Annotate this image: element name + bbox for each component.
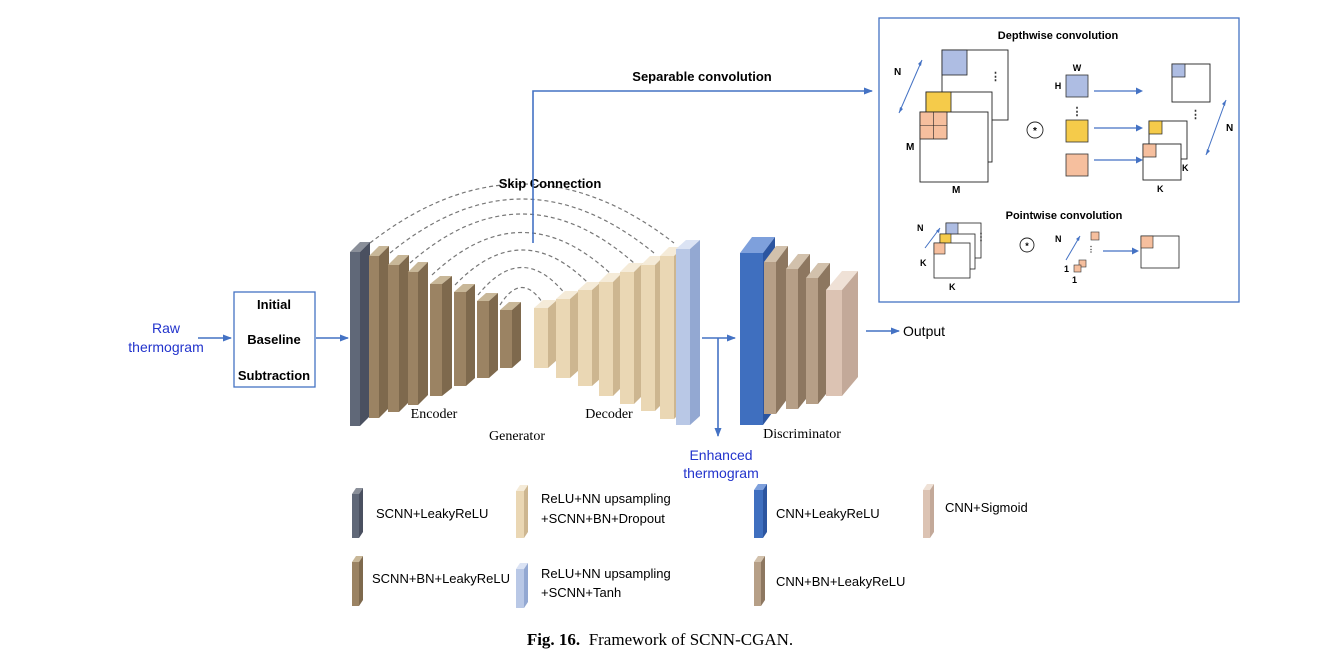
encoder-label: Encoder [411,407,458,422]
discriminator-label: Discriminator [763,427,841,442]
legend-label: ReLU+NN upsampling [541,491,671,506]
decoder-block-1 [534,300,557,368]
raw-input-label-2: thermogram [128,339,203,355]
decoder-block-3 [578,282,601,386]
skip-connection-label: Skip Connection [499,176,602,191]
svg-text:⋮: ⋮ [1190,109,1201,121]
inset-w-label: W [1073,63,1082,73]
framework-figure: Raw thermogram Initial Baseline Subtract… [128,17,1240,608]
decoder-block-2 [556,291,579,378]
legend-item-cnn-sigmoid: CNN+Sigmoid [923,484,1028,538]
legend-item-relu-upsampling-dropout: ReLU+NN upsampling +SCNN+BN+Dropout [516,485,671,538]
preprocess-line-3: Subtraction [238,368,310,383]
decoder-label: Decoder [585,407,633,422]
inset-h-label: H [1055,81,1062,91]
encoder-block-3 [388,255,409,412]
decoder-block-5 [620,263,643,404]
legend-label: +SCNN+BN+Dropout [541,511,665,526]
enhanced-label-2: thermogram [683,465,758,481]
figure-number: Fig. 16. [526,630,581,649]
pointwise-one-bottom: 1 [1072,275,1077,285]
legend: SCNN+LeakyReLU ReLU+NN upsampling +SCNN+… [352,484,1028,608]
pointwise-one-left: 1 [1064,264,1069,274]
legend-item-scnn-leakyrelu: SCNN+LeakyReLU [352,488,488,538]
legend-item-cnn-bn-leakyrelu: CNN+BN+LeakyReLU [754,556,905,606]
legend-label: +SCNN+Tanh [541,585,621,600]
separable-conv-inset: Depthwise convolution N ⋮ M M * W H ⋮ [878,17,1240,303]
encoder-block-7 [477,293,498,378]
legend-label: SCNN+BN+LeakyReLU [372,571,510,586]
encoder-blocks [350,242,521,426]
inset-m-bottom: M [952,185,960,196]
legend-label: CNN+Sigmoid [945,500,1028,515]
separable-conv-arrow [532,87,873,243]
enhanced-label-1: Enhanced [689,447,752,463]
inset-m-left: M [906,142,914,153]
legend-item-cnn-leakyrelu: CNN+LeakyReLU [754,484,880,538]
decoder-block-4 [599,273,622,396]
pointwise-k-bottom: K [949,282,956,292]
legend-label: ReLU+NN upsampling [541,566,671,581]
output-label: Output [903,323,945,339]
preprocess-box [233,291,316,388]
inset-k-right: K [1182,163,1189,173]
depthwise-title: Depthwise convolution [998,30,1119,42]
discriminator-block-2 [764,246,788,414]
skip-connection-arcs [369,183,675,306]
discriminator-block-5 [826,271,858,396]
svg-text:⋮: ⋮ [1087,245,1095,254]
encoder-block-1 [350,242,370,426]
depthwise-conv-op: * [1033,126,1037,137]
svg-text:⋮: ⋮ [990,71,1001,83]
legend-item-scnn-bn-leakyrelu: SCNN+BN+LeakyReLU [352,556,510,606]
pointwise-k-left: K [920,258,927,268]
pointwise-n-kernel: N [1055,234,1062,244]
legend-label: SCNN+LeakyReLU [376,506,488,521]
pointwise-n-left: N [917,223,924,233]
pointwise-conv-op: * [1025,241,1029,251]
separable-conv-label: Separable convolution [632,69,771,84]
inset-k-bottom: K [1157,184,1164,194]
svg-text:⋮: ⋮ [976,232,986,243]
legend-label: CNN+BN+LeakyReLU [776,574,905,589]
discriminator-blocks [740,237,858,425]
decoder-blocks [534,240,700,425]
encoder-block-2 [369,246,389,418]
inset-n-left: N [894,67,901,78]
raw-input-label-1: Raw [152,320,181,336]
inset-n-right: N [1226,123,1233,134]
encoder-block-4 [408,262,428,405]
encoder-block-8 [500,302,521,368]
preprocess-line-2: Baseline [247,332,300,347]
legend-label: CNN+LeakyReLU [776,506,880,521]
pointwise-title: Pointwise convolution [1006,210,1123,222]
decoder-block-8 [676,240,700,425]
encoder-block-5 [430,276,452,396]
encoder-block-6 [454,284,475,386]
legend-item-relu-upsampling-tanh: ReLU+NN upsampling +SCNN+Tanh [516,563,671,608]
svg-text:⋮: ⋮ [1072,106,1083,118]
preprocess-line-1: Initial [257,297,291,312]
figure-caption-text: Framework of SCNN-CGAN. [588,630,794,649]
generator-label: Generator [489,429,545,444]
figure-caption: Fig. 16. Framework of SCNN-CGAN. [0,630,1320,650]
